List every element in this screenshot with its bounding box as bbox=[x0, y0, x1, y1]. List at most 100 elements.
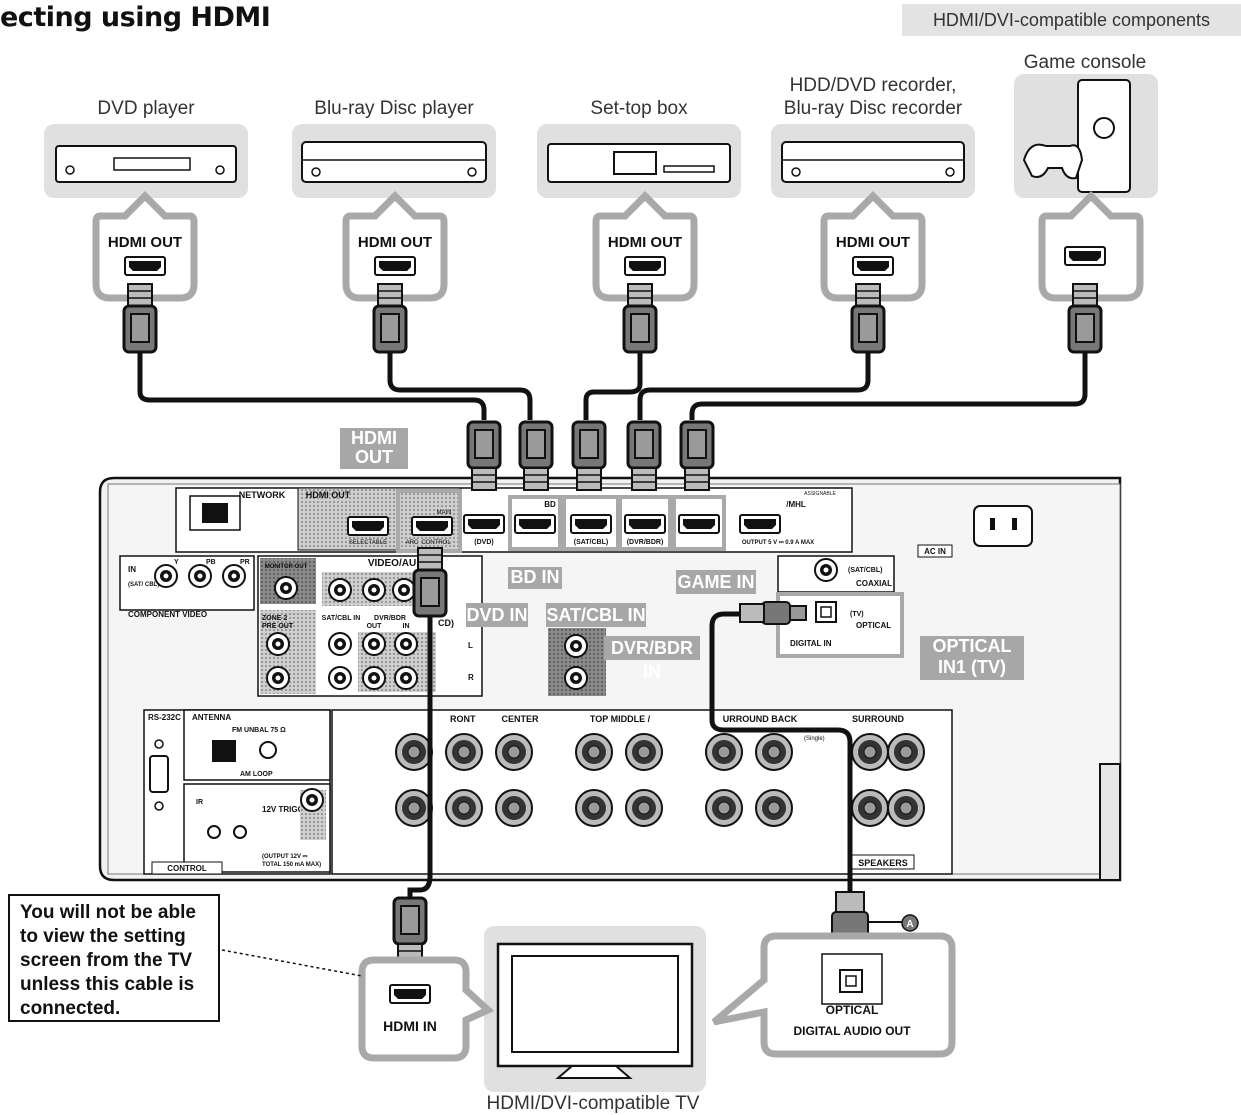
bd-in-callout: BD IN bbox=[508, 567, 562, 589]
tv bbox=[484, 926, 706, 1092]
arc-label: ARC bbox=[406, 540, 419, 546]
surround-back-label: URROUND BACK bbox=[723, 714, 798, 724]
hdmi-port-icon bbox=[464, 515, 504, 533]
pr-label: PR bbox=[240, 559, 250, 566]
hdmi-plug-icon bbox=[374, 284, 406, 352]
hdmi-port-icon bbox=[625, 515, 665, 533]
trigger-note-2: TOTAL 150 mA MAX) bbox=[262, 862, 321, 868]
hdmi-out-callout-line1: HDMI bbox=[340, 429, 408, 448]
y-label: Y bbox=[174, 559, 179, 566]
sat-cbl-label: (SAT/ CBL) bbox=[128, 582, 159, 588]
hdmi-plug-icon bbox=[852, 284, 884, 352]
video-audio-label: VIDEO/AU bbox=[368, 558, 416, 569]
recorder bbox=[771, 124, 975, 198]
l-label: L bbox=[468, 641, 473, 650]
hdmi-port-icon bbox=[1065, 247, 1105, 265]
digital-audio-out-label: DIGITAL AUDIO OUT bbox=[793, 1024, 911, 1038]
hdmi-port-icon bbox=[515, 515, 555, 533]
tv-label: (TV) bbox=[850, 611, 864, 618]
hdmi-plug-icon bbox=[681, 422, 713, 490]
r-label: R bbox=[468, 673, 474, 682]
hdmi-plug-icon bbox=[628, 422, 660, 490]
dvrbdr-label: DVR/BDR bbox=[374, 615, 406, 622]
optical-in-callout: OPTICAL IN1 (TV) bbox=[920, 636, 1024, 680]
antenna-label: ANTENNA bbox=[192, 713, 231, 722]
hdmi-plug-icon bbox=[124, 284, 156, 352]
hdmi-out-label: HDMI OUT bbox=[108, 234, 182, 251]
digital-in-label: DIGITAL IN bbox=[790, 639, 832, 648]
ir-label: IR bbox=[196, 799, 203, 806]
trigger-note-1: (OUTPUT 12V ⎓ bbox=[262, 854, 308, 860]
warning-note: You will not be able to view the setting… bbox=[8, 894, 220, 1022]
control-label: CONTROL bbox=[167, 864, 207, 873]
in1-label: IN bbox=[128, 565, 136, 574]
hdmi-out-label: HDMI OUT bbox=[358, 234, 432, 251]
in-label: IN bbox=[403, 623, 410, 630]
surround-label: SURROUND bbox=[852, 714, 905, 724]
hdmi-out-panel-label: HDMI OUT bbox=[306, 490, 351, 500]
hdmi-plug-icon bbox=[520, 422, 552, 490]
front-label: RONT bbox=[450, 714, 476, 724]
hdmi-plug-icon bbox=[468, 422, 500, 490]
settop-box bbox=[537, 124, 741, 198]
hdmi-port-icon bbox=[125, 257, 165, 275]
hdmi-port-icon bbox=[412, 517, 452, 535]
network-label: NETWORK bbox=[239, 490, 286, 500]
speakers-label: SPEAKERS bbox=[858, 858, 908, 868]
game-in-callout: GAME IN bbox=[676, 570, 756, 594]
hdmi-plug-icon bbox=[1069, 284, 1101, 352]
marker-a-label: A bbox=[906, 919, 913, 930]
optical-label: OPTICAL bbox=[856, 621, 891, 630]
coaxial-sat-label: (SAT/CBL) bbox=[848, 567, 882, 574]
dvrbdr-port-label: (DVR/BDR) bbox=[627, 539, 664, 546]
pb-label: PB bbox=[206, 559, 216, 566]
coaxial-label: COAXIAL bbox=[856, 579, 892, 588]
hdmi-out-label: HDMI OUT bbox=[836, 234, 910, 251]
hdmi-plug-icon bbox=[394, 898, 426, 966]
dvrbdr-in-callout: DVR/BDR IN bbox=[604, 636, 700, 660]
optical-in-callout-line1: OPTICAL bbox=[920, 636, 1024, 657]
hdmi-port-icon bbox=[853, 257, 893, 275]
hdmi-port-icon bbox=[375, 257, 415, 275]
selectable-label: SELECTABLE bbox=[349, 540, 387, 546]
dvd-port-label: (DVD) bbox=[474, 539, 493, 546]
hdmi-plug-icon bbox=[414, 548, 446, 616]
dvd-player bbox=[44, 124, 248, 198]
main-label: MAIN bbox=[437, 510, 452, 516]
ac-in-label: AC IN bbox=[924, 547, 946, 556]
hdmi-port-icon bbox=[740, 515, 780, 533]
hdmi-out-callout-line2: OUT bbox=[340, 448, 408, 467]
fm-label: FM UNBAL 75 Ω bbox=[232, 727, 286, 734]
rs232c-label: RS-232C bbox=[148, 713, 181, 722]
component-video-label: COMPONENT VIDEO bbox=[128, 610, 207, 619]
hdmi-in-bubble bbox=[362, 960, 488, 1058]
hdmi-out-label: HDMI OUT bbox=[608, 234, 682, 251]
hdmi-port-icon bbox=[348, 517, 388, 535]
zone2-label: ZONE 2 bbox=[262, 615, 287, 622]
hdmi-port-icon bbox=[625, 257, 665, 275]
satcbl-in-label: SAT/CBL IN bbox=[322, 615, 361, 622]
satcbl-in-callout: SAT/CBL IN bbox=[546, 603, 646, 627]
hdmi-port-icon bbox=[571, 515, 611, 533]
hdmi-port-icon bbox=[679, 515, 719, 533]
dvd-in-callout: DVD IN bbox=[466, 603, 528, 627]
top-middle-label: TOP MIDDLE / bbox=[590, 714, 651, 724]
mhl-output-label: OUTPUT 5 V ⎓ 0.9 A MAX bbox=[742, 540, 814, 546]
optical-in-callout-line2: IN1 (TV) bbox=[920, 657, 1024, 678]
hdmi-plug-icon bbox=[573, 422, 605, 490]
optical-plug-icon bbox=[740, 602, 806, 624]
hdmi-cables bbox=[140, 352, 1085, 420]
mhl-label: /MHL bbox=[786, 500, 806, 509]
optical-label: OPTICAL bbox=[826, 1003, 879, 1017]
hdmi-out-callout: HDMI OUT bbox=[340, 428, 408, 469]
pre-out-label: PRE OUT bbox=[262, 623, 294, 630]
center-label: CENTER bbox=[501, 714, 539, 724]
satcbl-port-label: (SAT/CBL) bbox=[574, 539, 608, 546]
hdmi-port-icon bbox=[390, 985, 430, 1003]
single-label: (Single) bbox=[804, 736, 825, 742]
cd-label: CD) bbox=[438, 618, 454, 628]
assignable-label: ASSIGNABLE bbox=[804, 491, 836, 497]
control-label: CONTROL bbox=[421, 540, 451, 546]
bd-port-label: BD bbox=[544, 500, 556, 509]
hdmi-plug-icon bbox=[624, 284, 656, 352]
